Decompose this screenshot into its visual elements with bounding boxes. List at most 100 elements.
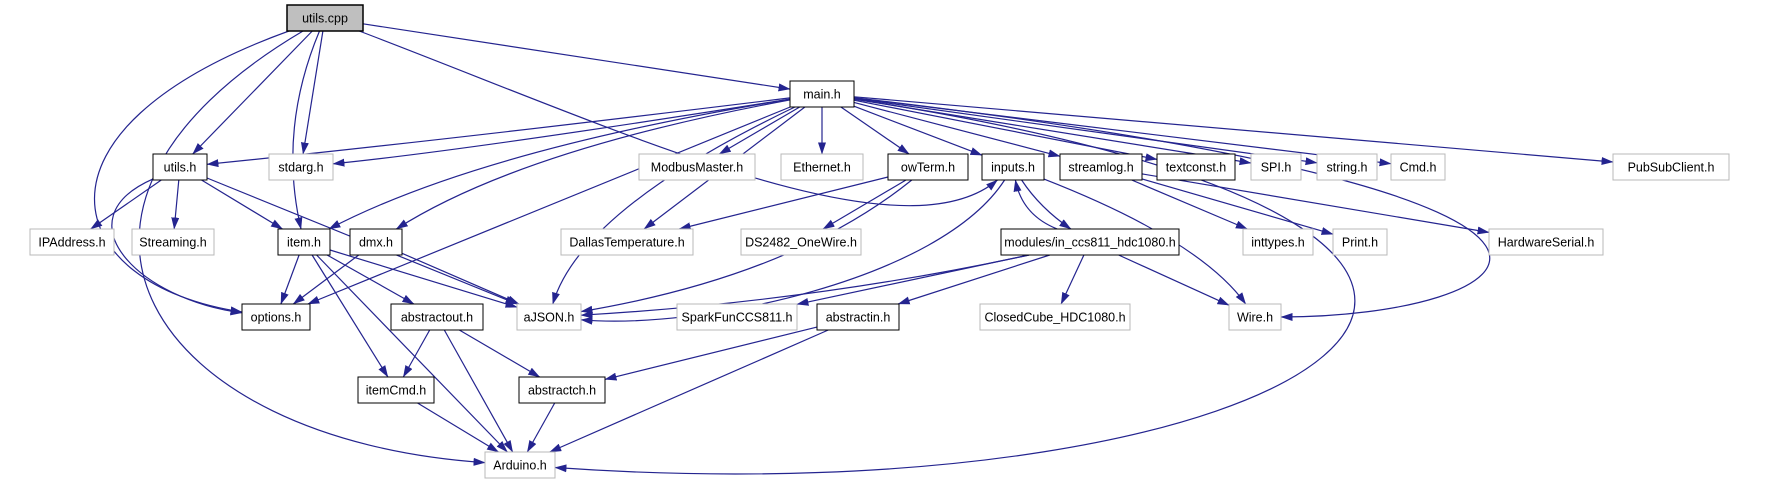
graph-node-modules-in-ccs811-hdc1080-h[interactable]: modules/in_ccs811_hdc1080.h (1000, 228, 1180, 256)
include-edge-abstractout-h-to-abstractch-h (458, 329, 541, 378)
node-box-streamlog-h[interactable] (1059, 153, 1143, 181)
graph-node-abstractin-h[interactable]: abstractin.h (816, 303, 900, 331)
include-edge-streamlog-h-to-HardwareSerial-h (1141, 173, 1490, 235)
include-edge-item-h-to-Arduino-h (316, 254, 508, 453)
node-box-main-h[interactable] (789, 80, 855, 108)
graph-node-stdarg-h: stdarg.h (268, 153, 334, 181)
include-edge-utils-cpp-to-utils-h (192, 30, 313, 155)
node-box-modules-in-ccs811-hdc1080-h[interactable] (1000, 228, 1180, 256)
include-edge-utils-h-to-item-h (201, 179, 283, 230)
include-edge-abstractin-h-to-Arduino-h (549, 329, 829, 453)
include-edge-abstractout-h-to-itemCmd-h (402, 329, 431, 378)
graph-node-item-h[interactable]: item.h (277, 228, 331, 256)
include-edge-main-h-to-item-h (328, 98, 791, 230)
node-box-textconst-h[interactable] (1156, 153, 1236, 181)
include-edge-utils-cpp-to-Arduino-h (138, 30, 486, 466)
include-edge-modules-in-ccs811-hdc1080-h-to-aJSON-h (580, 254, 1030, 319)
node-box-abstractch-h[interactable] (518, 376, 606, 404)
node-box-wire-h (1228, 303, 1282, 331)
include-edge-modules-in-ccs811-hdc1080-h-to-inputs-h (1013, 179, 1058, 230)
graph-node-options-h[interactable]: options.h (241, 303, 311, 331)
include-edge-streamlog-h-to-inttypes-h (1131, 179, 1248, 230)
node-label-ajson-h: aJSON.h (524, 311, 575, 325)
node-label-utils-cpp: utils.cpp (302, 12, 348, 26)
graph-node-abstractout-h[interactable]: abstractout.h (390, 303, 484, 331)
graph-node-ipaddress-h: IPAddress.h (29, 228, 115, 256)
include-edge-itemCmd-h-to-Arduino-h (417, 402, 499, 453)
node-label-main-h: main.h (803, 88, 841, 102)
graph-node-utils-h[interactable]: utils.h (152, 153, 208, 181)
node-label-textconst-h: textconst.h (1166, 161, 1226, 175)
node-label-modules-in-ccs811-hdc1080-h: modules/in_ccs811_hdc1080.h (1004, 236, 1175, 250)
node-label-options-h: options.h (251, 311, 302, 325)
graph-node-abstractch-h[interactable]: abstractch.h (518, 376, 606, 404)
include-edge-streamlog-h-to-Print-h (1141, 178, 1334, 235)
include-edge-main-h-to-Wire-h (853, 97, 1491, 321)
graph-node-streamlog-h[interactable]: streamlog.h (1059, 153, 1143, 181)
include-edge-main-h-to-inputs-h (853, 105, 983, 156)
include-edge-owTerm-h-to-aJSON-h (580, 179, 913, 314)
node-box-streaming-h (131, 228, 215, 256)
node-box-ajson-h (516, 303, 582, 331)
include-edge-utils-h-to-options-h (111, 178, 243, 316)
node-box-owterm-h[interactable] (887, 153, 969, 181)
node-label-dmx-h: dmx.h (359, 236, 393, 250)
node-box-itemcmd-h[interactable] (357, 376, 435, 404)
include-edge-abstractout-h-to-Arduino-h (443, 329, 514, 453)
node-box-dmx-h[interactable] (349, 228, 403, 256)
graph-node-inputs-h[interactable]: inputs.h (981, 153, 1045, 181)
node-label-stdarg-h: stdarg.h (278, 161, 323, 175)
node-label-arduino-h: Arduino.h (493, 459, 547, 473)
node-label-print-h: Print.h (1342, 236, 1378, 250)
graph-node-utils-cpp[interactable]: utils.cpp (286, 4, 364, 32)
include-edge-main-h-to-PubSubClient-h (853, 96, 1614, 166)
node-label-utils-h: utils.h (164, 161, 197, 175)
node-label-string-h: string.h (1327, 161, 1368, 175)
include-edge-item-h-to-itemCmd-h (311, 254, 389, 378)
node-box-pubsubclient-h (1612, 153, 1730, 181)
node-layer: utils.cpp main.h utils.h stdarg.h ModbusMast… (29, 4, 1730, 479)
graph-node-textconst-h[interactable]: textconst.h (1156, 153, 1236, 181)
graph-node-dallastemperature-h: DallasTemperature.h (560, 228, 694, 256)
graph-node-cmd-h: Cmd.h (1390, 153, 1446, 181)
node-label-hardwareserial-h: HardwareSerial.h (1498, 236, 1595, 250)
node-box-dallastemperature-h (560, 228, 694, 256)
graph-node-owterm-h[interactable]: owTerm.h (887, 153, 969, 181)
include-edge-item-h-to-aJSON-h (329, 249, 518, 308)
node-label-closedcube-hdc1080-h: ClosedCube_HDC1080.h (984, 311, 1125, 325)
node-box-utils-h[interactable] (152, 153, 208, 181)
node-box-inputs-h[interactable] (981, 153, 1045, 181)
graph-node-streaming-h: Streaming.h (131, 228, 215, 256)
node-label-sparkfunccs811-h: SparkFunCCS811.h (682, 311, 793, 325)
node-box-abstractout-h[interactable] (390, 303, 484, 331)
node-box-arduino-h (484, 451, 556, 479)
graph-node-ethernet-h: Ethernet.h (780, 153, 864, 181)
node-box-modbusmaster-h (638, 153, 756, 181)
node-box-options-h[interactable] (241, 303, 311, 331)
graph-node-itemcmd-h[interactable]: itemCmd.h (357, 376, 435, 404)
graph-node-print-h: Print.h (1332, 228, 1388, 256)
graph-node-modbusmaster-h: ModbusMaster.h (638, 153, 756, 181)
node-box-abstractin-h[interactable] (816, 303, 900, 331)
node-box-stdarg-h (268, 153, 334, 181)
node-box-hardwareserial-h (1488, 228, 1604, 256)
graph-node-ajson-h: aJSON.h (516, 303, 582, 331)
node-label-ethernet-h: Ethernet.h (793, 161, 851, 175)
node-label-spi-h: SPI.h (1261, 161, 1292, 175)
graph-node-pubsubclient-h: PubSubClient.h (1612, 153, 1730, 181)
graph-node-dmx-h[interactable]: dmx.h (349, 228, 403, 256)
node-box-utils-cpp[interactable] (286, 4, 364, 32)
edge-layer (90, 23, 1614, 475)
node-label-cmd-h: Cmd.h (1400, 161, 1437, 175)
graph-node-closedcube-hdc1080-h: ClosedCube_HDC1080.h (979, 303, 1131, 331)
include-edge-dmx-h-to-aJSON-h (401, 252, 520, 305)
node-label-streamlog-h: streamlog.h (1068, 161, 1133, 175)
include-edge-main-h-to-dmx-h (395, 99, 791, 230)
node-box-item-h[interactable] (277, 228, 331, 256)
node-label-inputs-h: inputs.h (991, 161, 1035, 175)
graph-node-hardwareserial-h: HardwareSerial.h (1488, 228, 1604, 256)
graph-node-main-h[interactable]: main.h (789, 80, 855, 108)
node-label-abstractch-h: abstractch.h (528, 384, 596, 398)
include-edge-modules-in-ccs811-hdc1080-h-to-ClosedCube-HDC1080-h (1060, 254, 1085, 305)
